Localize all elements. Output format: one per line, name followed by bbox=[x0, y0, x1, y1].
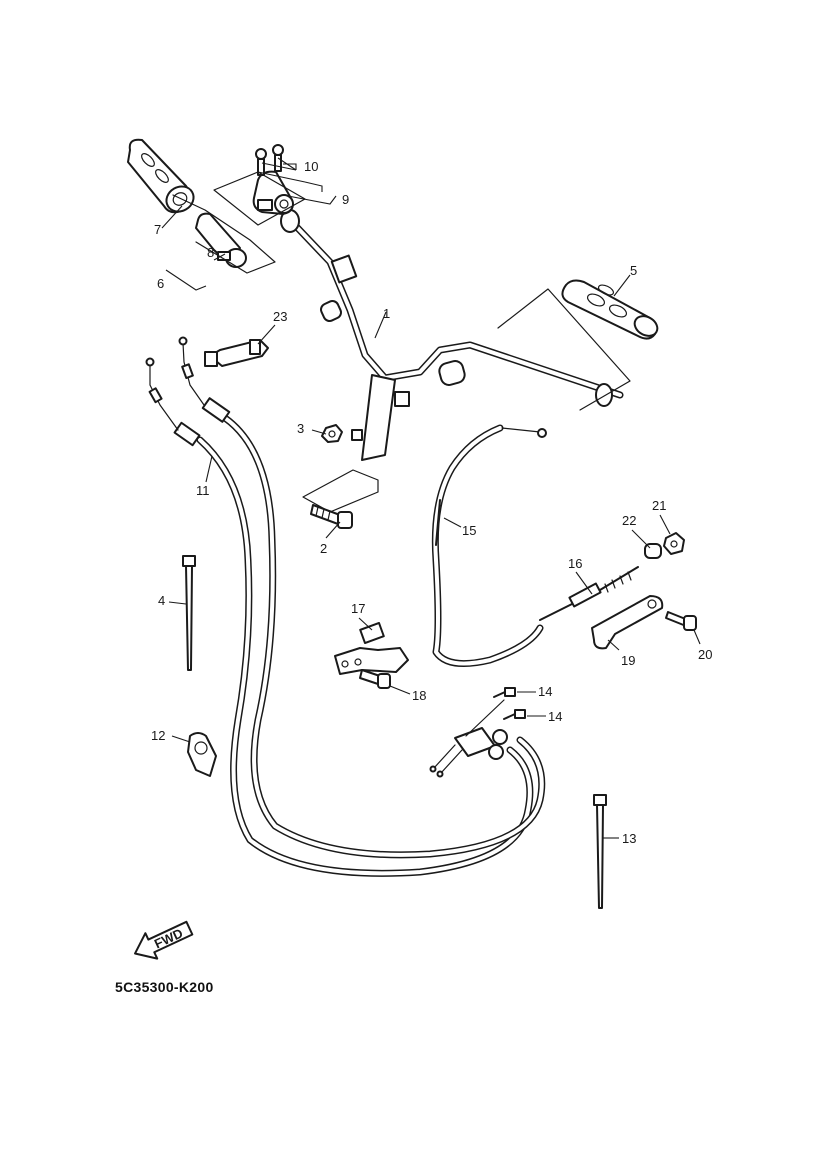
diagram-code: 5C35300-K200 bbox=[115, 979, 214, 995]
cable-clamp bbox=[187, 732, 217, 777]
right-grip bbox=[561, 279, 659, 340]
callout-19: 19 bbox=[621, 653, 635, 668]
callout-21: 21 bbox=[652, 498, 666, 513]
callout-13: 13 bbox=[622, 831, 636, 846]
bracket-bolt bbox=[359, 669, 391, 689]
cable-tie-4 bbox=[182, 555, 196, 671]
callout-numbers: 1 2 3 4 5 6 7 8 9 10 11 12 13 14 14 15 1… bbox=[151, 159, 712, 846]
callout-15: 15 bbox=[462, 523, 476, 538]
callout-3: 3 bbox=[297, 421, 304, 436]
callout-18: 18 bbox=[412, 688, 426, 703]
callout-23: 23 bbox=[273, 309, 287, 324]
callout-20: 20 bbox=[698, 647, 712, 662]
cable-tie-13 bbox=[593, 794, 607, 909]
leader-lines bbox=[161, 157, 701, 839]
callout-6: 6 bbox=[157, 276, 164, 291]
screw-leader bbox=[465, 699, 505, 737]
callout-16: 16 bbox=[568, 556, 582, 571]
grip-reference-box bbox=[172, 194, 276, 274]
callout-22: 22 bbox=[622, 513, 636, 528]
handlebar-bolt bbox=[310, 504, 353, 529]
callout-1: 1 bbox=[383, 306, 390, 321]
handlebar bbox=[280, 209, 624, 461]
throttle-housing bbox=[252, 170, 294, 215]
screws bbox=[255, 144, 284, 176]
throttle-cables bbox=[145, 336, 546, 877]
callout-4: 4 bbox=[158, 593, 165, 608]
bolt-reference-box bbox=[302, 469, 379, 513]
cable-guide bbox=[204, 339, 269, 367]
brake-cable bbox=[431, 424, 547, 668]
callout-9: 9 bbox=[342, 192, 349, 207]
fwd-label: FWD bbox=[152, 925, 185, 951]
callout-11: 11 bbox=[196, 483, 210, 498]
cable-junction bbox=[429, 727, 508, 778]
nut bbox=[321, 424, 363, 443]
throttle-grip bbox=[195, 212, 247, 268]
callout-14b: 14 bbox=[548, 709, 562, 724]
callout-8: 8 bbox=[207, 245, 214, 260]
callout-7: 7 bbox=[154, 222, 161, 237]
junction-screws bbox=[493, 687, 526, 720]
callout-10: 10 bbox=[304, 159, 318, 174]
cable-adjuster bbox=[539, 566, 639, 621]
left-grip bbox=[127, 138, 195, 214]
grip-reference-lines bbox=[497, 288, 631, 411]
callout-14a: 14 bbox=[538, 684, 552, 699]
callout-17: 17 bbox=[351, 601, 365, 616]
fwd-arrow: FWD bbox=[133, 920, 194, 960]
callout-12: 12 bbox=[151, 728, 165, 743]
callout-2: 2 bbox=[320, 541, 327, 556]
bolt-20 bbox=[665, 611, 697, 631]
lever-bracket bbox=[591, 595, 664, 650]
cable-bracket bbox=[334, 622, 409, 675]
nut-21 bbox=[663, 532, 685, 555]
callout-5: 5 bbox=[630, 263, 637, 278]
